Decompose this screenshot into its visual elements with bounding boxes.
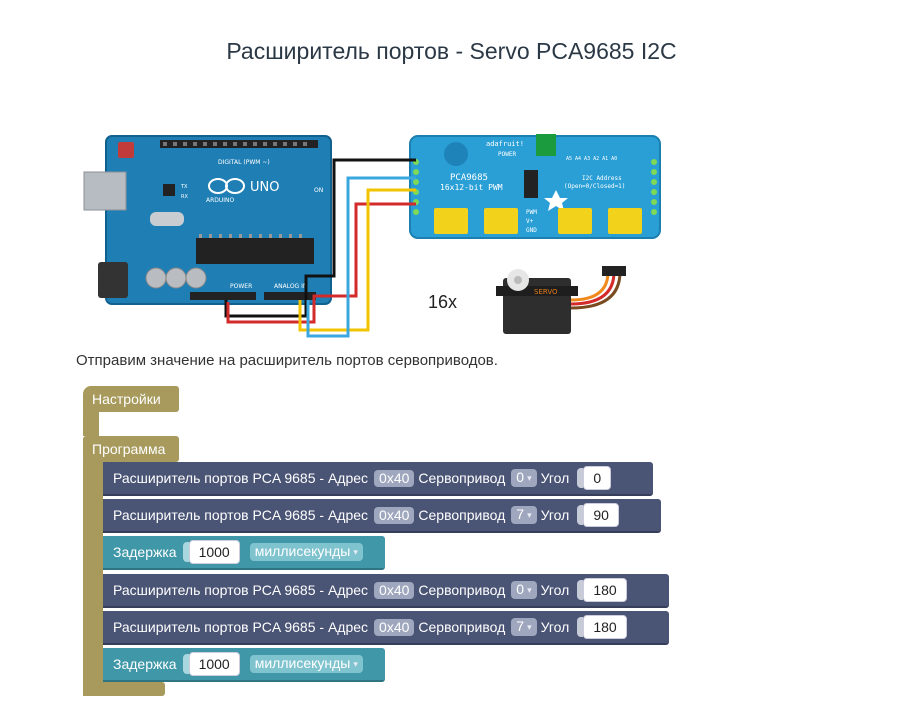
servo-dropdown[interactable]: 0▾ [511,469,537,487]
pca-brand-label: adafruit! [486,140,524,148]
angle-field-label: Угол [540,507,570,523]
chevron-down-icon: ▾ [527,509,532,520]
angle-field-label: Угол [540,582,570,598]
servo-dropdown[interactable]: 7▾ [511,506,537,524]
wiring-diagram: DIGITAL (PWM ~) UNO ARDUINO ON TX RX POW… [83,134,661,338]
pca9685-board: adafruit! POWER PCA9685 16x12-bit PWM A5… [409,134,661,239]
angle-value-input[interactable]: 90 [583,503,619,527]
delay-block-label: Задержка [113,656,177,672]
chevron-down-icon: ▾ [353,546,358,557]
pca-i2c-label: I2C Address [582,175,622,182]
address-dropdown[interactable]: 0x40 [374,618,415,636]
program-block[interactable]: Программа [83,436,179,462]
value-input-connector [182,542,189,562]
description-text: Отправим значение на расширитель портов … [76,352,498,369]
rx-label: RX [181,194,188,200]
pca-vplus-row-label: V+ [526,218,534,225]
delay-block-label: Задержка [113,544,177,560]
value-input-connector [577,580,584,600]
on-label: ON [314,187,323,194]
time-unit-dropdown[interactable]: миллисекунды▾ [249,543,363,561]
chevron-down-icon: ▾ [527,584,532,595]
chevron-down-icon: ▾ [527,621,532,632]
pca-block-label: Расширитель портов PCA 9685 - Адрес [113,507,369,523]
servo-field-label: Сервопривод [418,582,506,598]
angle-field-label: Угол [540,470,570,486]
tx-label: TX [180,184,188,190]
setup-block-spine [83,410,99,436]
angle-field-label: Угол [540,619,570,635]
pca-pwm-row-label: PWM [526,209,537,216]
pca9685-servo-block[interactable]: Расширитель портов PCA 9685 - Адрес 0x40… [103,462,653,496]
servo-motor: SERVO [496,266,626,334]
angle-value-input[interactable]: 180 [583,578,627,602]
time-unit-dropdown[interactable]: миллисекунды▾ [249,655,363,673]
pca-block-label: Расширитель портов PCA 9685 - Адрес [113,470,369,486]
program-block-foot [83,682,165,696]
value-input-connector [182,654,189,674]
servo-dropdown[interactable]: 0▾ [511,581,537,599]
servo-count-label: 16x [428,292,458,312]
page-title: Расширитель портов - Servo PCA9685 I2C [226,38,677,64]
pca-address-hint: (Open=0/Closed=1) [564,183,625,190]
digital-header-label: DIGITAL (PWM ~) [218,159,270,166]
pca-block-label: Расширитель портов PCA 9685 - Адрес [113,582,369,598]
value-input-connector [577,505,584,525]
servo-brand-label: SERVO [534,288,558,296]
wires [224,158,416,338]
pca-chip-label: PCA9685 [450,173,488,183]
angle-value-input[interactable]: 180 [583,615,627,639]
servo-dropdown[interactable]: 7▾ [511,618,537,636]
delay-block[interactable]: Задержка 1000 миллисекунды▾ [103,536,385,570]
value-input-connector [577,617,584,637]
pca-subtitle-label: 16x12-bit PWM [440,183,503,192]
delay-block[interactable]: Задержка 1000 миллисекунды▾ [103,648,385,682]
pca9685-servo-block[interactable]: Расширитель портов PCA 9685 - Адрес 0x40… [103,499,661,533]
servo-field-label: Сервопривод [418,470,506,486]
angle-value-input[interactable]: 0 [583,466,612,490]
program-block-spine [83,460,103,682]
arduino-brand-label: ARDUINO [206,197,235,204]
chevron-down-icon: ▾ [353,658,358,669]
pca-block-label: Расширитель портов PCA 9685 - Адрес [113,619,369,635]
chevron-down-icon: ▾ [527,472,532,483]
pca-address-pins-label: A5 A4 A3 A2 A1 A0 [566,156,617,162]
pca-power-label: POWER [498,151,516,158]
address-dropdown[interactable]: 0x40 [374,581,415,599]
value-input-connector [577,468,584,488]
delay-value-input[interactable]: 1000 [188,540,240,564]
delay-value-input[interactable]: 1000 [188,652,240,676]
analog-header-label: ANALOG IN [274,283,307,290]
arduino-model-label: UNO [250,180,279,195]
servo-field-label: Сервопривод [418,619,506,635]
setup-block-label: Настройки [92,391,161,407]
arduino-board: DIGITAL (PWM ~) UNO ARDUINO ON TX RX POW… [83,135,332,305]
pca-gnd-row-label: GND [526,227,537,234]
program-block-label: Программа [92,441,166,457]
power-header-label: POWER [230,283,252,290]
pca9685-servo-block[interactable]: Расширитель портов PCA 9685 - Адрес 0x40… [103,574,669,608]
setup-block[interactable]: Настройки [83,386,179,412]
address-dropdown[interactable]: 0x40 [374,506,415,524]
pca9685-servo-block[interactable]: Расширитель портов PCA 9685 - Адрес 0x40… [103,611,669,645]
servo-field-label: Сервопривод [418,507,506,523]
address-dropdown[interactable]: 0x40 [374,469,415,487]
